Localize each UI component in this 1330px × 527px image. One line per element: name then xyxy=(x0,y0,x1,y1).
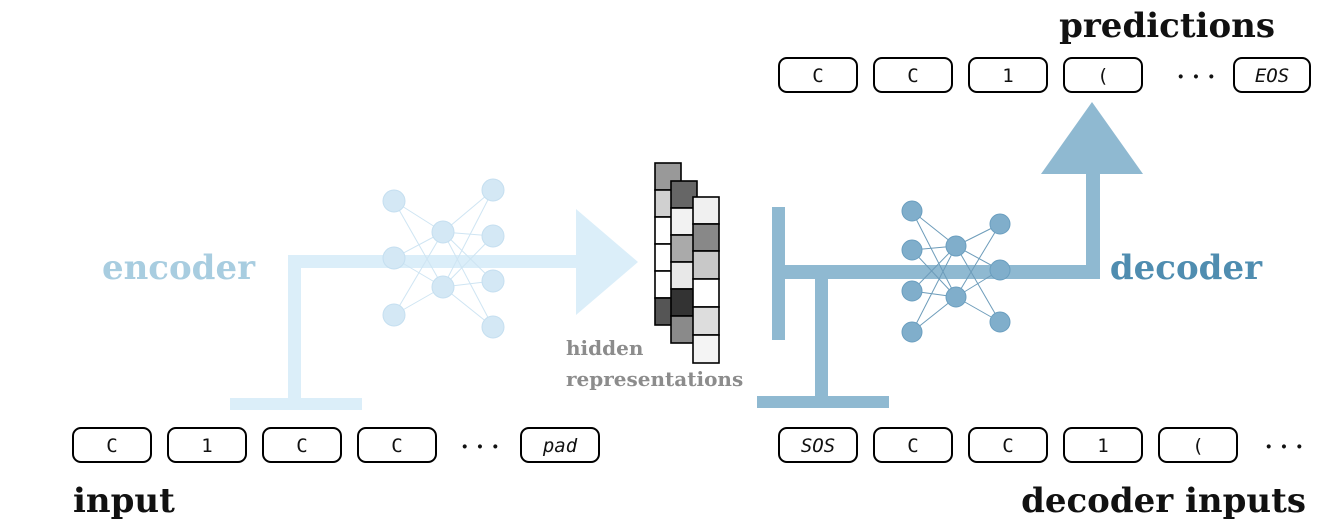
decoder-input-token: SOS xyxy=(778,427,858,463)
decoder-input-token: ( xyxy=(1158,427,1238,463)
input-token: C xyxy=(357,427,437,463)
encoder-network xyxy=(382,178,505,339)
decoder-input-token: C xyxy=(968,427,1048,463)
decoder-network xyxy=(901,200,1011,343)
input-token: C xyxy=(262,427,342,463)
svg-text:C: C xyxy=(391,435,402,457)
input-token: C xyxy=(72,427,152,463)
decoder-label: decoder xyxy=(1110,248,1263,288)
decoder-input-tokens: SOS C C 1 ( · · · xyxy=(778,427,1303,463)
prediction-tokens: C C 1 ( · · · EOS xyxy=(778,57,1311,93)
svg-text:SOS: SOS xyxy=(801,435,835,457)
hidden-column xyxy=(692,196,720,364)
svg-text:EOS: EOS xyxy=(1255,65,1289,87)
svg-text:(: ( xyxy=(1097,65,1108,87)
prediction-token: EOS xyxy=(1233,57,1311,93)
encoder-node xyxy=(481,269,505,293)
hidden-representations xyxy=(654,162,720,364)
input-label: input xyxy=(73,481,175,521)
encoder-shaft xyxy=(288,255,580,268)
prediction-token: 1 xyxy=(968,57,1048,93)
encoder-node xyxy=(431,220,455,244)
hidden-label-line2: representations xyxy=(566,367,743,391)
encoder-node xyxy=(382,246,406,270)
svg-text:C: C xyxy=(106,435,117,457)
input-ellipsis: · · · xyxy=(461,434,499,460)
encoder-network-nodes xyxy=(382,178,505,339)
svg-text:(: ( xyxy=(1192,435,1203,457)
prediction-token: C xyxy=(778,57,858,93)
decoder-arrow xyxy=(757,102,1143,408)
decoder-arrowhead xyxy=(1041,102,1143,174)
encoder-node xyxy=(382,189,406,213)
encoder-label: encoder xyxy=(102,248,256,288)
decoder-node xyxy=(989,311,1011,333)
encoder-node xyxy=(431,275,455,299)
svg-text:pad: pad xyxy=(542,435,578,457)
hidden-label-line1: hidden xyxy=(566,336,644,360)
encoder-node xyxy=(382,303,406,327)
encoder-stem xyxy=(288,255,301,405)
encoder-node xyxy=(481,178,505,202)
svg-text:C: C xyxy=(1002,435,1013,457)
input-token: pad xyxy=(520,427,600,463)
svg-text:1: 1 xyxy=(1097,435,1108,457)
decoder-node xyxy=(901,200,923,222)
prediction-token: ( xyxy=(1063,57,1143,93)
decoder-inputs-label: decoder inputs xyxy=(1021,481,1306,521)
svg-text:C: C xyxy=(907,435,918,457)
encoder-node xyxy=(481,224,505,248)
predictions-label: predictions xyxy=(1059,6,1275,46)
svg-text:C: C xyxy=(907,65,918,87)
prediction-token: C xyxy=(873,57,953,93)
decoder-input-ellipsis: · · · xyxy=(1265,434,1303,460)
decoder-base-bar xyxy=(757,396,889,408)
svg-text:C: C xyxy=(812,65,823,87)
svg-text:C: C xyxy=(296,435,307,457)
svg-text:1: 1 xyxy=(201,435,212,457)
prediction-ellipsis: · · · xyxy=(1177,64,1215,90)
input-tokens: C 1 C C · · · pad xyxy=(72,427,600,463)
decoder-node xyxy=(901,239,923,261)
input-token: 1 xyxy=(167,427,247,463)
encoder-arrow xyxy=(230,209,638,410)
encoder-arrowhead xyxy=(576,209,638,315)
decoder-node xyxy=(901,321,923,343)
encoder-node xyxy=(481,315,505,339)
decoder-stem xyxy=(815,265,828,403)
decoder-node xyxy=(989,259,1011,281)
decoder-network-nodes xyxy=(901,200,1011,343)
decoder-node xyxy=(945,286,967,308)
decoder-shaft xyxy=(772,265,1097,279)
decoder-node xyxy=(901,280,923,302)
decoder-input-token: C xyxy=(873,427,953,463)
decoder-input-token: 1 xyxy=(1063,427,1143,463)
svg-text:1: 1 xyxy=(1002,65,1013,87)
decoder-up-shaft xyxy=(1086,163,1100,279)
decoder-node xyxy=(989,213,1011,235)
decoder-node xyxy=(945,235,967,257)
